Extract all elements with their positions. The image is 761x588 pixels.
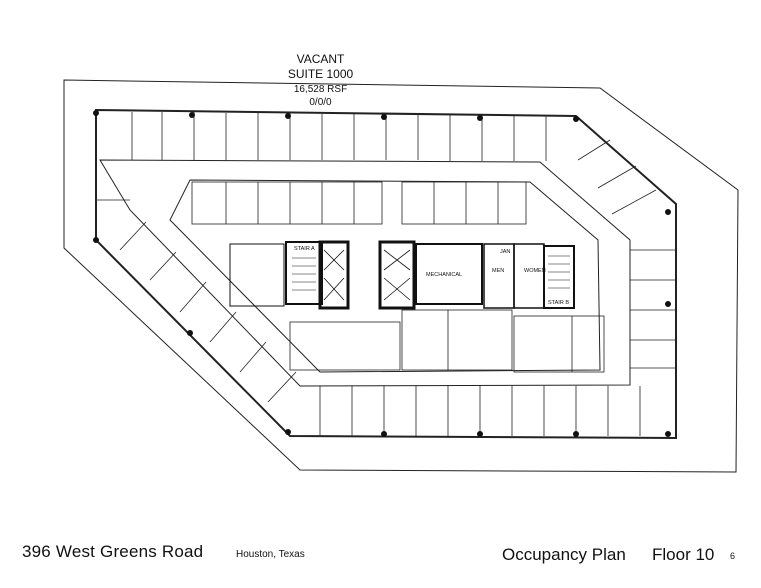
mechanical-label: MECHANICAL xyxy=(426,272,462,278)
south-offices xyxy=(319,386,641,436)
floor-number: Floor 10 xyxy=(652,545,715,564)
site-boundary xyxy=(63,79,739,473)
column xyxy=(189,112,195,118)
column xyxy=(477,115,483,121)
column xyxy=(665,301,671,307)
column xyxy=(381,114,387,120)
stair-a-label: STAIR A xyxy=(294,246,315,252)
men-restroom-label: MEN xyxy=(492,268,504,274)
stair-b-label: STAIR B xyxy=(548,300,569,306)
column xyxy=(285,429,291,435)
east-offices xyxy=(577,139,676,369)
north-offices xyxy=(131,112,547,161)
building-core xyxy=(229,240,575,310)
janitor-label: JAN xyxy=(500,249,510,255)
building-address: 396 West Greens Road xyxy=(22,542,204,561)
page-mark: 6 xyxy=(730,551,736,561)
suite-number: SUITE 1000 xyxy=(287,67,354,81)
interior-offices-north xyxy=(191,181,527,225)
structural-columns xyxy=(93,110,671,437)
column xyxy=(573,431,579,437)
column xyxy=(93,110,99,116)
column xyxy=(573,116,579,122)
occupancy-status: VACANT xyxy=(296,52,345,66)
corridor-inner xyxy=(169,179,601,373)
rentable-area: 16,528 RSF xyxy=(293,84,348,95)
women-restroom-label: WOMEN xyxy=(524,268,546,274)
city-state: Houston, Texas xyxy=(236,549,305,560)
corridor-outer xyxy=(99,159,631,387)
plan-title: Occupancy Plan xyxy=(502,545,626,564)
column xyxy=(381,431,387,437)
column xyxy=(93,237,99,243)
column xyxy=(665,431,671,437)
occupancy-code: 0/0/0 xyxy=(309,97,332,108)
column xyxy=(285,113,291,119)
column xyxy=(665,209,671,215)
interior-offices-south xyxy=(289,309,605,373)
column xyxy=(187,330,193,336)
column xyxy=(477,431,483,437)
west-offices xyxy=(96,199,297,403)
